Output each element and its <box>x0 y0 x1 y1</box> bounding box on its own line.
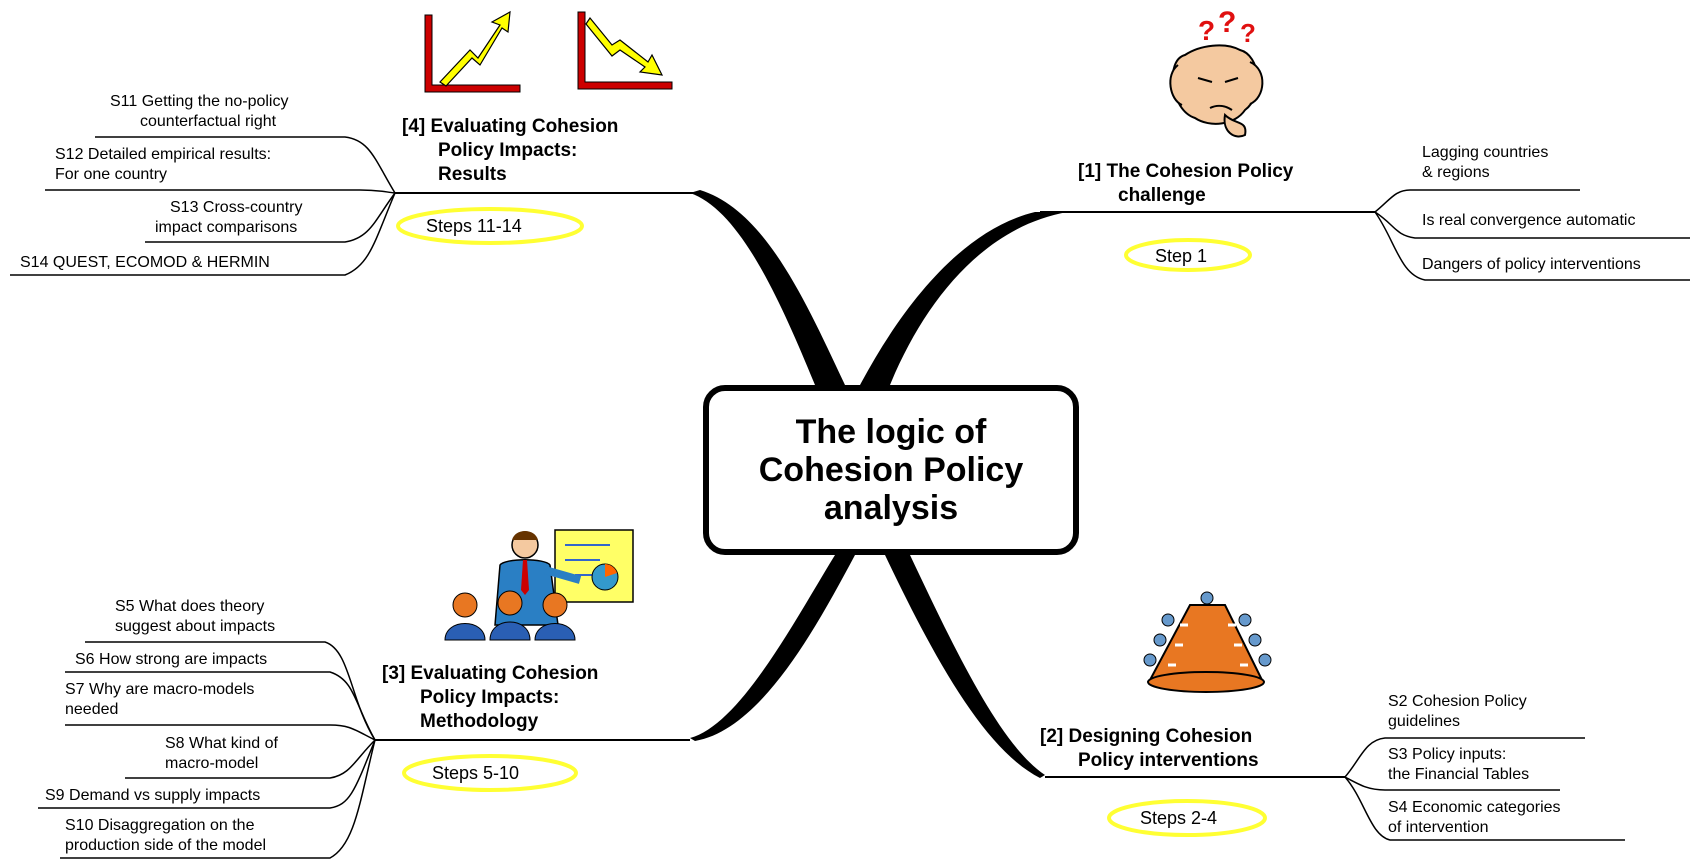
item-line: impact comparisons <box>155 219 298 236</box>
branch-connector-4 <box>690 190 845 385</box>
branch1-subline-1 <box>1374 189 1580 213</box>
branch4-item-1: S11 Getting the no-policy counterfactual… <box>110 92 288 132</box>
item-line: guidelines <box>1388 713 1461 730</box>
branch3-item-4: S8 What kind of macro-model <box>165 734 278 774</box>
svg-text:?: ? <box>1240 18 1256 48</box>
branch3-subline-2 <box>65 671 376 741</box>
item-line: of intervention <box>1388 819 1489 836</box>
branch1-title-line: challenge <box>1118 185 1206 206</box>
branch3-title: [3] Evaluating Cohesion Policy Impacts: … <box>382 662 598 734</box>
branch2-item-2: S3 Policy inputs: the Financial Tables <box>1388 745 1529 785</box>
branch3-subline-6 <box>60 739 376 859</box>
branch3-item-3: S7 Why are macro-models needed <box>65 680 254 720</box>
item-line: S2 Cohesion Policy <box>1388 693 1527 710</box>
central-topic-line: Cohesion Policy <box>758 451 1024 489</box>
item-line: macro-model <box>165 755 259 772</box>
central-topic-title: The logic of Cohesion Policy analysis <box>759 413 1024 527</box>
branch1-item-1: Lagging countries & regions <box>1422 143 1548 183</box>
item-line: Lagging countries <box>1422 144 1549 161</box>
branch4-item-2: S12 Detailed empirical results: For one … <box>55 145 271 185</box>
branch2-title-line: Policy interventions <box>1078 750 1259 771</box>
item-line: S4 Economic categories <box>1388 799 1561 816</box>
branch3-title-line: [3] Evaluating Cohesion <box>382 663 599 684</box>
item-line: S13 Cross-country <box>170 199 303 216</box>
branch-connector-3 <box>690 555 855 741</box>
branch1-title-line: [1] The Cohesion Policy <box>1078 161 1294 182</box>
branch1-item-3: Dangers of policy interventions <box>1422 255 1641 275</box>
branch4-title: [4] Evaluating Cohesion Policy Impacts: … <box>402 115 618 187</box>
branch3-steps: Steps 5-10 <box>432 763 520 783</box>
central-topic-line: analysis <box>823 489 959 527</box>
meeting-table-icon <box>1143 591 1272 693</box>
svg-text:?: ? <box>1218 6 1236 39</box>
branch2-item-1: S2 Cohesion Policy guidelines <box>1388 692 1527 732</box>
branch3-title-line: Methodology <box>420 711 539 732</box>
steps-oval-3 <box>402 754 578 792</box>
svg-text:?: ? <box>1198 15 1215 46</box>
branch4-item-3: S13 Cross-country impact comparisons <box>155 198 303 238</box>
puzzled-face-icon: ? ? ? <box>1169 6 1264 138</box>
item-line: For one country <box>55 166 168 183</box>
item-line: S9 Demand vs supply impacts <box>45 787 261 804</box>
item-line: production side of the model <box>65 837 267 854</box>
branch4-subline-4 <box>10 192 396 276</box>
branch3-item-6: S10 Disaggregation on the production sid… <box>65 816 266 856</box>
branch1-subline-3 <box>1374 211 1690 281</box>
item-line: S6 How strong are impacts <box>75 651 268 668</box>
branch4-subline-1 <box>95 136 396 194</box>
item-line: suggest about impacts <box>115 618 276 635</box>
branch4-title-line: Policy Impacts: <box>438 140 578 161</box>
item-line: counterfactual right <box>140 113 277 130</box>
branch-connector-1 <box>860 212 1068 385</box>
growth-chart-icon <box>424 10 521 93</box>
branch2-item-3: S4 Economic categories of intervention <box>1388 798 1561 838</box>
item-line: Is real convergence automatic <box>1422 212 1636 229</box>
item-line: S7 Why are macro-models <box>65 681 255 698</box>
item-line: S3 Policy inputs: <box>1388 746 1507 763</box>
steps-oval-4 <box>396 207 584 245</box>
branch4-title-line: [4] Evaluating Cohesion <box>402 116 619 137</box>
central-topic-line: The logic of <box>795 413 987 451</box>
branch3-subline-3 <box>65 724 376 741</box>
branch3-item-2: S6 How strong are impacts <box>75 650 267 670</box>
item-line: S12 Detailed empirical results: <box>55 146 272 163</box>
branch1-steps: Step 1 <box>1155 246 1208 266</box>
presenter-icon <box>444 529 634 641</box>
item-line: S10 Disaggregation on the <box>65 817 255 834</box>
branch4-item-4: S14 QUEST, ECOMOD & HERMIN <box>20 253 270 273</box>
branch3-title-line: Policy Impacts: <box>420 687 560 708</box>
item-line: S8 What kind of <box>165 735 278 752</box>
branch3-subline-5 <box>38 739 376 809</box>
item-line: & regions <box>1422 164 1490 181</box>
steps-oval-1 <box>1124 238 1252 272</box>
branch3-subline-4 <box>125 739 376 779</box>
central-topic: The logic of Cohesion Policy analysis <box>703 385 1079 555</box>
item-line: needed <box>65 701 119 718</box>
branch-connector-2 <box>885 555 1045 778</box>
item-line: S11 Getting the no-policy <box>110 93 289 110</box>
branch4-subline-3 <box>145 192 396 243</box>
steps-oval-2 <box>1107 799 1267 837</box>
branch2-subline-3 <box>1344 776 1625 841</box>
branch1-title: [1] The Cohesion Policy challenge <box>1078 160 1293 208</box>
item-line: S14 QUEST, ECOMOD & HERMIN <box>20 254 270 271</box>
branch1-item-2: Is real convergence automatic <box>1422 211 1635 231</box>
item-line: the Financial Tables <box>1388 766 1530 783</box>
item-line: Dangers of policy interventions <box>1422 256 1641 273</box>
branch4-subline-2 <box>45 189 396 194</box>
branch1-subline-2 <box>1374 211 1690 239</box>
branch4-steps: Steps 11-14 <box>426 216 522 236</box>
branch3-item-5: S9 Demand vs supply impacts <box>45 786 260 806</box>
branch2-subline-2 <box>1344 776 1560 791</box>
branch4-title-line: Results <box>438 164 507 185</box>
branch2-subline-1 <box>1344 737 1585 778</box>
branch3-item-1: S5 What does theory suggest about impact… <box>115 597 275 637</box>
branch2-title-line: [2] Designing Cohesion <box>1040 726 1253 747</box>
item-line: S5 What does theory <box>115 598 265 615</box>
decline-chart-icon <box>577 11 673 90</box>
branch2-title: [2] Designing Cohesion Policy interventi… <box>1040 725 1259 773</box>
branch2-steps: Steps 2-4 <box>1140 808 1218 828</box>
